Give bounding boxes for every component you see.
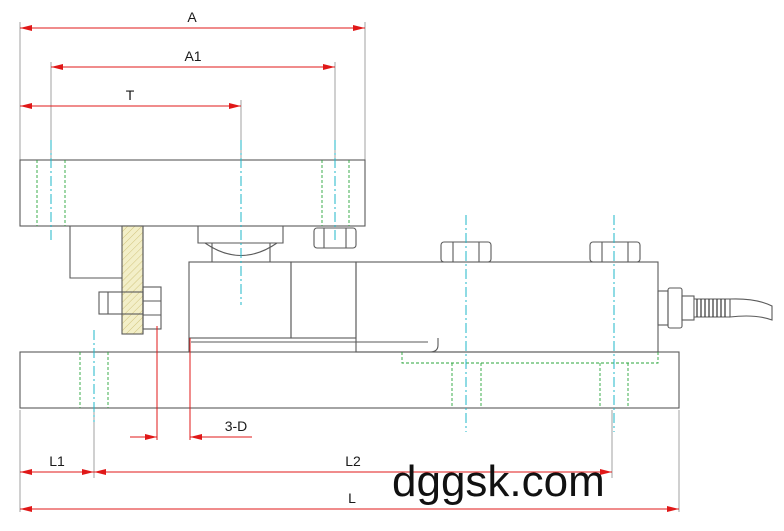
dim-L2	[94, 469, 612, 475]
label-A: A	[187, 9, 197, 25]
load-cell-body	[188, 261, 659, 353]
spacer-block	[121, 225, 144, 335]
cable-gland	[657, 287, 695, 329]
dim-L1	[20, 469, 94, 475]
top-nut	[313, 227, 357, 249]
side-bracket	[69, 225, 144, 335]
center-lines	[50, 140, 615, 432]
extension-lines	[19, 22, 680, 512]
label-L2: L2	[345, 453, 361, 469]
d-guide-lines	[156, 326, 191, 440]
label-T: T	[126, 87, 135, 103]
label-L1: L1	[49, 453, 65, 469]
dim-T	[20, 103, 241, 109]
dim-A	[20, 25, 365, 31]
label-L: L	[348, 490, 356, 506]
dim-A1	[51, 64, 335, 70]
dim-L	[20, 506, 679, 512]
cell-bolt-right	[589, 241, 641, 263]
dim-D	[130, 434, 252, 440]
watermark-text: dggsk.com	[392, 457, 605, 506]
label-A1: A1	[184, 48, 201, 64]
top-plate	[19, 159, 366, 227]
bottom-plate	[19, 351, 680, 409]
cable	[693, 298, 773, 321]
label-3-D: 3-D	[225, 418, 248, 434]
side-bolt	[98, 286, 162, 330]
